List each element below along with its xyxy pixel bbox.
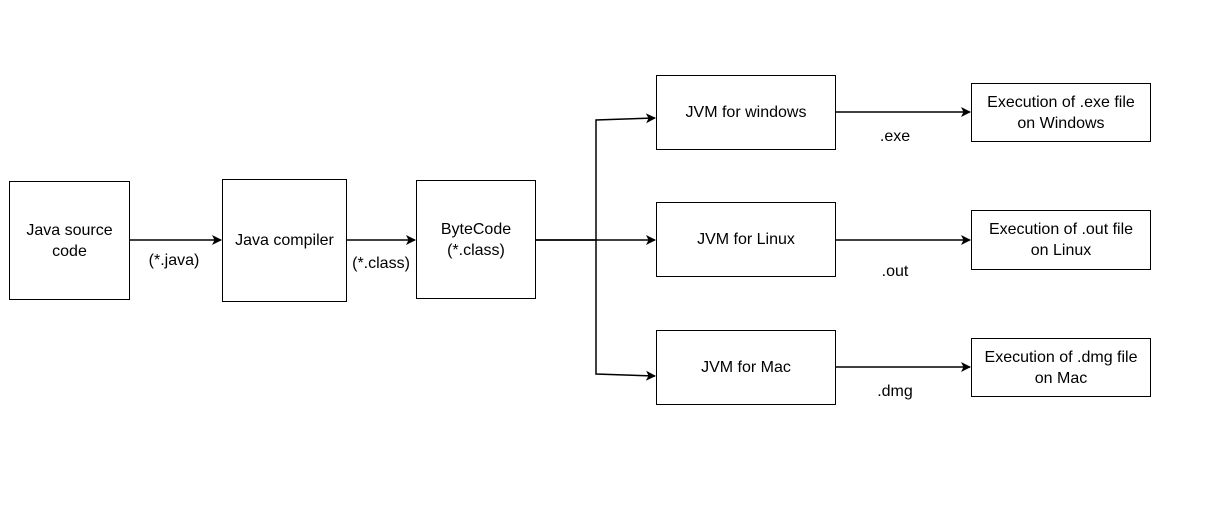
arrow-bytecode-to-jvm-mac	[595, 240, 656, 381]
exec-mac-node: Execution of .dmg file on Mac	[971, 338, 1151, 397]
arrow-bytecode-to-jvm-windows	[536, 113, 656, 241]
jvm-windows-node: JVM for windows	[656, 75, 836, 150]
dmg-label: .dmg	[877, 382, 913, 402]
java-compiler-node: Java compiler	[222, 179, 347, 302]
jvm-mac-node: JVM for Mac	[656, 330, 836, 405]
jvm-linux-node: JVM for Linux	[656, 202, 836, 277]
bytecode-node: ByteCode (*.class)	[416, 180, 536, 299]
java-file-label: (*.java)	[148, 251, 200, 271]
exec-windows-node: Execution of .exe file on Windows	[971, 83, 1151, 142]
exe-label: .exe	[879, 127, 911, 147]
class-file-label: (*.class)	[352, 254, 410, 274]
java-source-node: Java source code	[9, 181, 130, 300]
out-label: .out	[881, 262, 909, 282]
exec-linux-node: Execution of .out file on Linux	[971, 210, 1151, 270]
